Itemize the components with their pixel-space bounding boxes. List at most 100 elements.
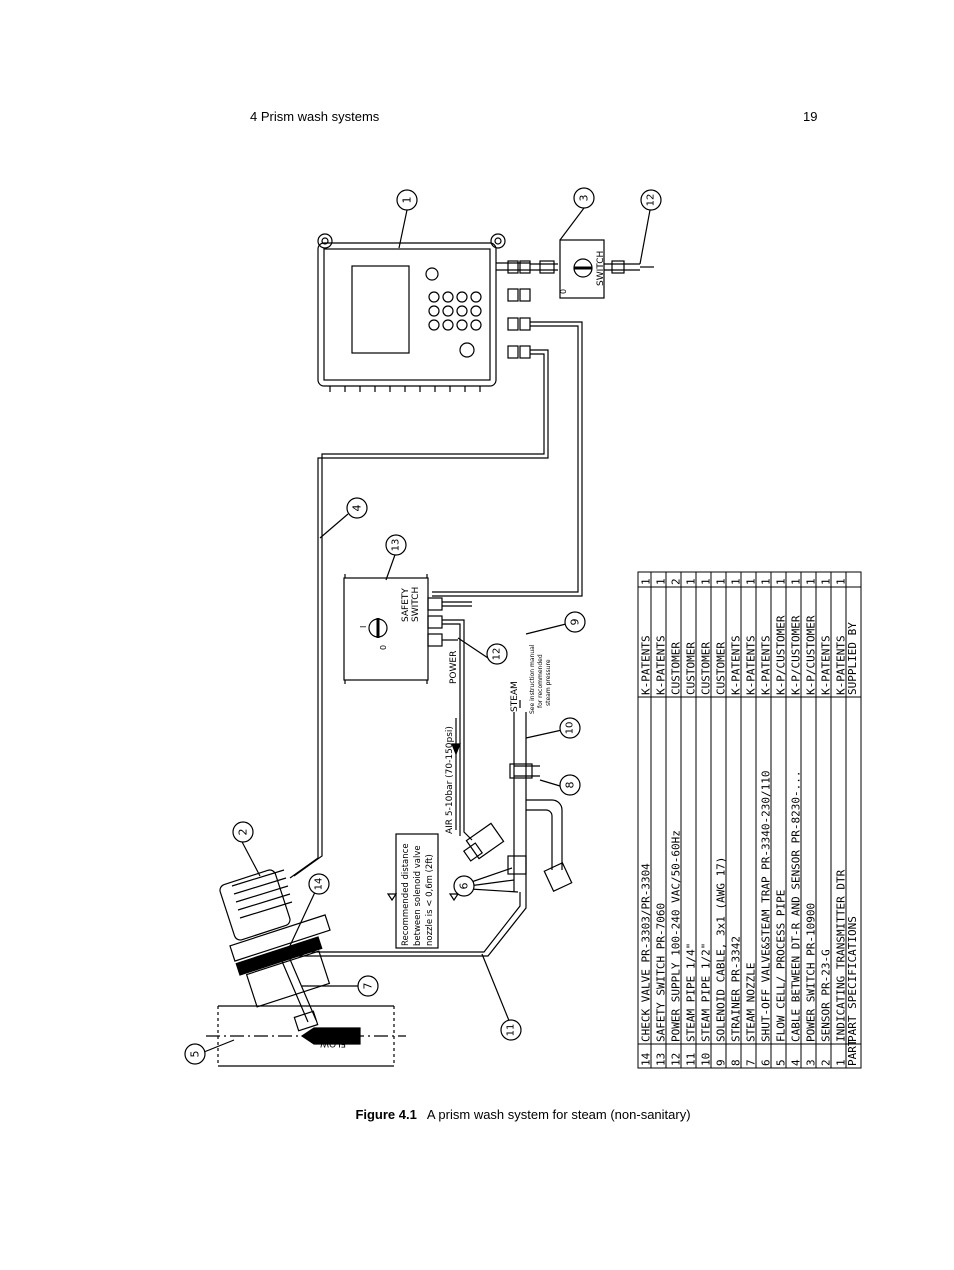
callout-1: [396, 189, 418, 211]
cell-spec: STEAM NOZZLE: [745, 963, 758, 1042]
flow-label: FLOW: [320, 1038, 346, 1048]
cell-qty: 1: [760, 578, 773, 585]
col-part-header: PART: [846, 1039, 859, 1066]
callout-7-label: 7: [362, 983, 375, 990]
callout-12a: [640, 189, 662, 211]
cell-supplier: K-P/CUSTOMER: [775, 615, 788, 695]
cell-qty: 1: [715, 578, 728, 585]
cell-qty: 1: [655, 578, 668, 585]
steam-note-1: See instruction manual: [529, 644, 536, 714]
callout-12a-label: 12: [646, 194, 657, 207]
cell-part: 2: [820, 1059, 833, 1066]
cell-part: 7: [745, 1059, 758, 1066]
indicating-transmitter: [317, 233, 531, 392]
callout-4-label: 4: [351, 505, 364, 512]
figure-label: Figure 4.1: [355, 1107, 417, 1122]
refractometer-sensor: [219, 869, 331, 1032]
cell-part: 3: [805, 1059, 818, 1066]
cell-part: 14: [640, 1052, 653, 1066]
cell-qty: 1: [730, 578, 743, 585]
callout-3-label: 3: [578, 195, 591, 202]
cell-spec: STEAM PIPE 1/4": [685, 943, 698, 1042]
cell-spec: STRAINER PR-3342: [730, 936, 743, 1042]
callout-13: [385, 534, 407, 556]
cell-part: 10: [700, 1053, 713, 1066]
cell-spec: POWER SUPPLY 100-240 VAC/50-60Hz: [670, 830, 683, 1042]
cell-spec: STEAM PIPE 1/2": [700, 943, 713, 1042]
cell-qty: 1: [820, 578, 833, 585]
switch-label: SWITCH: [596, 251, 606, 286]
callout-6-label: 6: [458, 883, 471, 890]
cell-part: 4: [790, 1059, 803, 1066]
cell-supplier: CUSTOMER: [670, 642, 683, 695]
cell-part: 12: [670, 1053, 683, 1066]
callout-5-label: 5: [189, 1051, 202, 1058]
switch-off-mark: 0: [559, 289, 568, 294]
callout-10: [559, 717, 581, 739]
callout-13-label: 13: [391, 539, 402, 552]
safety-switch-box: [343, 574, 473, 841]
cell-part: 1: [835, 1059, 848, 1066]
callout-5: [184, 1043, 206, 1065]
callout-6: [453, 875, 475, 897]
callout-1-label: 1: [401, 197, 414, 204]
cell-supplier: K-PATENTS: [820, 635, 833, 695]
callout-7: [357, 975, 379, 997]
cell-part: 11: [685, 1053, 698, 1066]
callout-11-label: 11: [506, 1024, 517, 1037]
cell-supplier: K-PATENTS: [640, 635, 653, 695]
callout-2: [232, 821, 254, 843]
cell-qty: 1: [790, 578, 803, 585]
distance-note-3: nozzle is < 0,6m (2ft): [425, 854, 435, 946]
cell-supplier: CUSTOMER: [700, 642, 713, 695]
cell-supplier: K-PATENTS: [745, 635, 758, 695]
callout-12b-label: 12: [492, 648, 503, 661]
cell-spec: SENSOR PR-23-G: [820, 949, 833, 1042]
callout-4: [346, 497, 368, 519]
safety-on-mark: I: [359, 626, 368, 628]
callout-14: [308, 873, 330, 895]
cell-supplier: K-PATENTS: [730, 635, 743, 695]
cell-qty: 1: [835, 578, 848, 585]
callout-9-label: 9: [569, 619, 582, 626]
distance-note-1: Recommended distance: [401, 843, 411, 946]
process-pipe: [206, 1005, 406, 1067]
cell-spec: CABLE BETWEEN DT-R AND SENSOR PR-8230-..…: [790, 770, 803, 1042]
cell-supplier: K-PATENTS: [655, 635, 668, 695]
cell-spec: SOLENOID CABLE, 3x1 (AWG 17): [715, 857, 728, 1042]
figure-text: A prism wash system for steam (non-sanit…: [426, 1107, 691, 1122]
callout-8: [559, 774, 581, 796]
page-number: 19: [803, 109, 818, 124]
col-supplied-header: SUPPLIED BY: [846, 622, 859, 695]
cell-qty: 1: [700, 578, 713, 585]
cell-spec: SHUT-OFF VALVE&STEAM TRAP PR-3340-230/11…: [760, 770, 773, 1042]
chapter-header: 4 Prism wash systems: [250, 109, 380, 124]
cell-qty: 1: [745, 578, 758, 585]
cell-supplier: K-P/CUSTOMER: [790, 615, 803, 695]
cell-qty: 1: [640, 578, 653, 585]
cell-qty: 2: [670, 578, 683, 585]
cell-spec: INDICATING TRANSMITTER DTR: [835, 869, 848, 1042]
cell-spec: CHECK VALVE PR-3303/PR-3304: [640, 863, 653, 1042]
power-switch-box: [559, 239, 654, 299]
cell-supplier: CUSTOMER: [715, 642, 728, 695]
callout-3: [573, 187, 595, 209]
safety-off-mark: 0: [379, 645, 388, 650]
steam-label: STEAM: [510, 681, 520, 712]
steam-note-3: steam pressure: [545, 659, 552, 706]
cell-part: 6: [760, 1059, 773, 1066]
callout-9: [564, 611, 586, 633]
cell-supplier: K-P/CUSTOMER: [805, 615, 818, 695]
callout-10-label: 10: [565, 722, 576, 735]
safety-switch-label-2: SWITCH: [411, 587, 421, 622]
cell-qty: 1: [685, 578, 698, 585]
col-spec-header: PART SPECIFICATIONS: [846, 916, 859, 1042]
cell-supplier: K-PATENTS: [760, 635, 773, 695]
callout-8-label: 8: [564, 782, 577, 789]
steam-note-2: for recommended: [537, 654, 544, 708]
cell-spec: POWER SWITCH PR-10900: [805, 903, 818, 1042]
cell-supplier: CUSTOMER: [685, 642, 698, 695]
cell-part: 13: [655, 1053, 668, 1066]
